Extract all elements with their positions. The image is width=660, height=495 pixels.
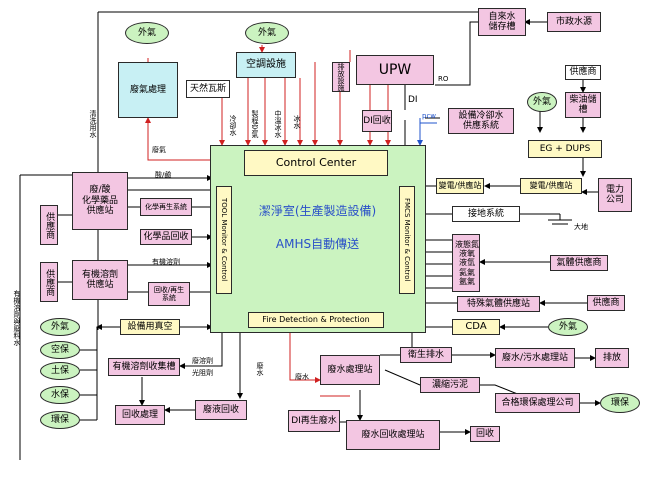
gas-supplier-box: 氣體供應商 xyxy=(550,255,608,271)
acid-alkali-label: 酸/鹼 xyxy=(155,171,172,179)
air-pollution-ellipse: 空保 xyxy=(40,341,80,359)
cool-water-label: 冷卻水 xyxy=(229,115,237,136)
di-regen-water-box: DI再生廢水 xyxy=(288,410,340,432)
supplier-top-box: 供應商 xyxy=(565,65,601,80)
waste-water-station-box: 廢水處理站 xyxy=(320,355,380,385)
recovery-final-box: 回收 xyxy=(470,426,500,442)
ro-label: RO xyxy=(438,75,449,83)
amhs-label: AMHS自動傳送 xyxy=(275,237,360,252)
sanitary-drain-box: 衛生排水 xyxy=(400,347,452,363)
substation-supply-box: 變電/供應站 xyxy=(436,178,484,194)
di-label: DI xyxy=(408,95,418,105)
outside-air-top-ellipse: 外氣 xyxy=(245,22,289,44)
upw-box: UPW xyxy=(356,55,434,85)
grounding-box: 接地系統 xyxy=(452,206,520,222)
ice-water-label: 冰水 xyxy=(293,115,301,129)
fmcs-monitor-box: FMCS Monitor & Control xyxy=(399,186,415,294)
waste-liquid-recovery-box: 廢液回收 xyxy=(195,400,247,420)
natural-gas-box: 天然瓦斯 xyxy=(186,80,230,98)
water-pollution-ellipse: 水保 xyxy=(40,386,80,404)
outside-air-left-ellipse: 外氣 xyxy=(125,22,169,44)
pure-cool-label: 中溫冰水 xyxy=(274,110,282,138)
organic-solvent-label: 有機溶劑 xyxy=(152,258,180,266)
gas-list-box: 液態氮 液氧 液氫 氦氣 氬氣 xyxy=(452,234,480,292)
fire-detection-box: Fire Detection & Protection xyxy=(248,312,384,328)
exhaust-device-box: 排放設施 xyxy=(332,62,350,92)
diesel-tank-box: 柴油儲槽 xyxy=(565,92,601,118)
process-cooling-box: 設備冷卻水 供應系統 xyxy=(448,108,514,134)
chem-recovery-box: 化學品回收 xyxy=(140,229,192,245)
supplier-left-2-box: 供應商 xyxy=(40,262,58,302)
tool-monitor-box: TOOL Monitor & Control xyxy=(216,186,232,294)
waste-water-2-label: 廢水 xyxy=(295,373,309,381)
recover-treat-box: 回收處理 xyxy=(115,405,165,425)
process-exhaust-label: 製程空氣 xyxy=(251,110,259,138)
hvac-box: 空調設施 xyxy=(236,52,296,78)
special-gas-box: 特殊氣體供應站 xyxy=(457,296,540,312)
waste-water-drop-label: 廢水 xyxy=(256,362,264,376)
chem-recycle-box: 化學再生系統 xyxy=(140,198,192,216)
clean-room-title: 潔淨室(生產製造設備) xyxy=(258,204,377,219)
outside-air-vacuum-ellipse: 外氣 xyxy=(40,318,80,336)
supplier-left-1-box: 供應商 xyxy=(40,205,58,245)
control-center-box: Control Center xyxy=(244,150,388,176)
waste-gas-label: 廢氣 xyxy=(152,146,166,154)
waste-water-treat-box: 廢水/污水處理站 xyxy=(495,348,575,368)
waste-water-recovery-station-box: 廢水回收處理站 xyxy=(346,420,440,450)
self-water-tank-box: 自來水 儲存槽 xyxy=(478,8,526,36)
toxic-solvent-label: 有機溶劑與廢料水 xyxy=(13,290,21,346)
cleaning-water-label: 清洗用水 xyxy=(89,110,97,138)
acid-chem-supply-box: 廢/酸 化學藥品 供應站 xyxy=(72,172,128,230)
pcw-label: pcw xyxy=(422,112,437,120)
env-protect-right-ellipse: 環保 xyxy=(600,393,640,413)
earth-label: 大地 xyxy=(574,223,588,231)
waste-solvent-label: 廢溶劑 xyxy=(192,357,213,365)
photo-resist-label: 光阻劑 xyxy=(192,369,213,377)
env-protect-left-ellipse: 環保 xyxy=(40,411,80,429)
organic-solvent-supply-box: 有機溶劑 供應站 xyxy=(72,260,128,300)
sludge-box: 濃縮污泥 xyxy=(420,377,480,393)
outside-air-right-ellipse: 外氣 xyxy=(527,92,557,112)
substation-box: 變電/供應站 xyxy=(520,178,582,194)
vacuum-box: 設備用真空 xyxy=(120,319,180,335)
power-company-box: 電力 公司 xyxy=(598,178,632,212)
soil-pollution-ellipse: 土保 xyxy=(40,362,80,380)
eg-dups-box: EG + DUPS xyxy=(528,140,602,158)
clean-room-block xyxy=(210,145,426,333)
di-recovery-box: DI回收 xyxy=(362,110,392,132)
recycle-sys-box: 回收/再生 系統 xyxy=(148,282,190,306)
waste-gas-treat-box: 廢氣處理 xyxy=(118,62,178,118)
certified-env-box: 合格環保處理公司 xyxy=(495,393,580,413)
organic-collect-box: 有機溶劑收集槽 xyxy=(108,358,180,376)
city-water-box: 市政水源 xyxy=(547,12,601,32)
outside-air-cda-ellipse: 外氣 xyxy=(548,318,588,336)
discharge-box: 排放 xyxy=(595,348,629,368)
supplier-right-box: 供應商 xyxy=(587,295,625,311)
cda-box: CDA xyxy=(452,319,500,335)
